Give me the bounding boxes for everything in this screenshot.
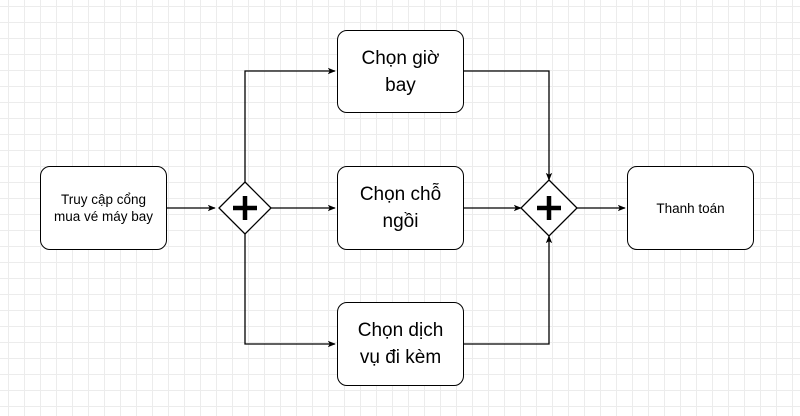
edge-split-to-flight — [244, 67, 336, 182]
parallel-gateway-join — [520, 179, 578, 237]
plus-icon — [537, 196, 561, 220]
node-choose-seat-label: Chọn chỗ ngồi — [359, 184, 442, 232]
plus-icon — [233, 196, 257, 220]
edge-flight-to-join — [464, 70, 553, 181]
node-choose-flight-time[interactable]: Chọn giờ bay — [337, 30, 464, 113]
node-payment-label: Thanh toán — [656, 200, 725, 216]
parallel-gateway-split — [218, 181, 272, 235]
node-choose-flight-time-label: Chọn giờ bay — [361, 47, 440, 96]
edge-service-to-join — [464, 235, 553, 345]
edge-split-to-service — [244, 234, 336, 348]
node-choose-seat[interactable]: Chọn chỗ ngồi — [337, 166, 464, 250]
node-choose-extra-service-label: Chọn dịch vụ đi kèm — [357, 320, 444, 368]
node-access-portal-label: Truy cập cổng mua vé máy bay — [53, 192, 154, 224]
node-access-portal[interactable]: Truy cập cổng mua vé máy bay — [40, 166, 167, 250]
node-payment[interactable]: Thanh toán — [627, 166, 754, 250]
node-choose-extra-service[interactable]: Chọn dịch vụ đi kèm — [337, 302, 464, 386]
